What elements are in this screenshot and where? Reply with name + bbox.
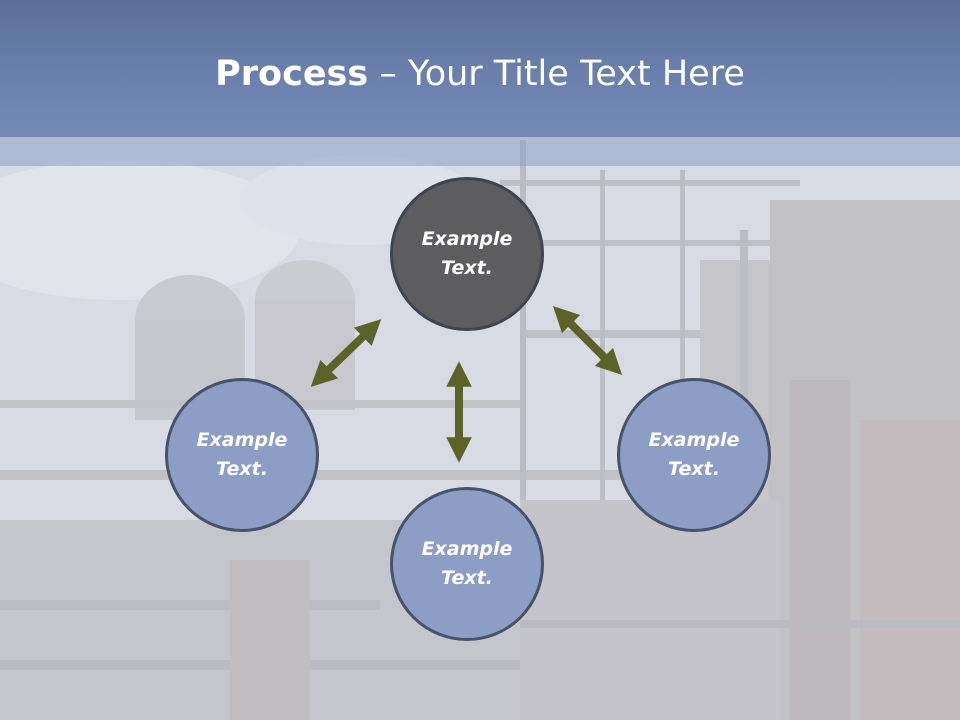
slide-title-rest: – Your Title Text Here	[368, 54, 745, 94]
right-node-line1: Example	[648, 429, 740, 451]
slide-title: Process – Your Title Text Here	[0, 50, 960, 98]
bottom-node-line2: Text.	[441, 567, 493, 589]
bottom-node-line1: Example	[421, 538, 513, 560]
center-node: Example Text.	[390, 177, 544, 331]
slide-title-bold: Process	[215, 54, 369, 94]
title-bar	[0, 0, 960, 137]
title-underline-strip	[0, 137, 960, 166]
left-node-line1: Example	[196, 429, 288, 451]
center-node-line2: Text.	[441, 257, 493, 279]
right-node: Example Text.	[617, 378, 771, 532]
arrow-center-left	[310, 319, 382, 387]
center-node-line1: Example	[421, 228, 513, 250]
left-node: Example Text.	[165, 378, 319, 532]
bottom-node: Example Text.	[390, 487, 544, 641]
left-node-line2: Text.	[216, 458, 268, 480]
arrow-center-right	[552, 305, 623, 376]
right-node-line2: Text.	[668, 458, 720, 480]
